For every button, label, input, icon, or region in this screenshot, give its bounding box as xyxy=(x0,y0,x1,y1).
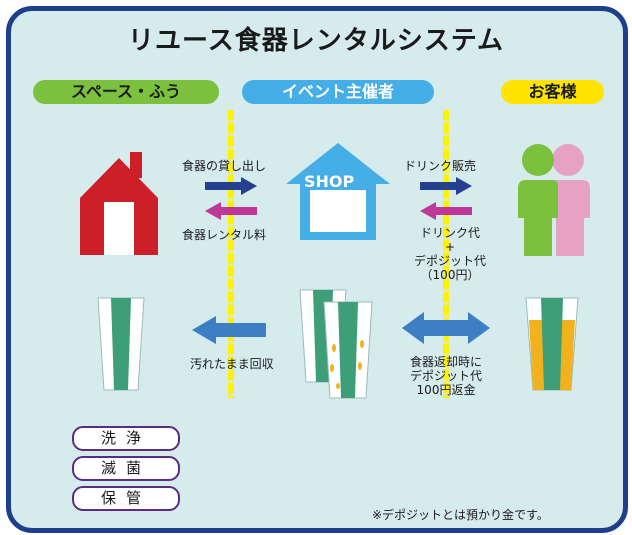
diagram-title: リユース食器レンタルシステム xyxy=(128,26,504,56)
shop-icon xyxy=(286,143,390,240)
empty-cup-icon xyxy=(97,297,145,391)
dashed-divider-right xyxy=(443,110,449,398)
arrow-drink-price-left xyxy=(420,202,472,220)
house-icon xyxy=(80,152,158,255)
shop-sign: SHOP xyxy=(304,172,355,191)
arrow-fee-left xyxy=(205,202,257,220)
arrow-collect-left xyxy=(192,316,266,344)
flow-drink-price-label: ドリンク代 + デポジット代 （100円） xyxy=(395,226,505,282)
dashed-divider-left xyxy=(228,110,234,398)
footnote: ※デポジットとは預かり金です。 xyxy=(372,508,549,522)
process-sterilize-box: 滅菌 xyxy=(72,456,180,481)
flow-refund-label: 食器返却時に デポジット代 100円返金 xyxy=(396,355,496,397)
process-store-box: 保管 xyxy=(72,486,180,511)
arrow-drink-sale-right xyxy=(420,177,472,195)
role-space-label: スペース・ふう xyxy=(33,80,219,104)
flow-lend-label: 食器の貸し出し xyxy=(182,159,267,173)
drink-price-line-4: （100円） xyxy=(420,268,480,282)
drink-price-line-2: + xyxy=(444,240,456,254)
drink-price-line-3: デポジット代 xyxy=(413,254,486,268)
flow-collect-label: 汚れたまま回収 xyxy=(190,357,274,371)
role-customer-label: お客様 xyxy=(501,80,604,104)
refund-line-3: 100円返金 xyxy=(416,383,476,397)
refund-line-1: 食器返却時に xyxy=(409,355,482,369)
customers-icon xyxy=(518,144,590,256)
role-organizer-label: イベント主催者 xyxy=(242,80,434,104)
drink-cup-icon xyxy=(525,297,579,391)
used-cups-icon xyxy=(299,289,373,399)
arrow-lend-right xyxy=(205,177,257,195)
arrow-refund-double xyxy=(402,312,490,344)
process-wash-box: 洗浄 xyxy=(72,426,180,451)
refund-line-2: デポジット代 xyxy=(409,369,482,383)
flow-rental-fee-label: 食器レンタル料 xyxy=(182,228,267,242)
flow-drink-sale-label: ドリンク販売 xyxy=(404,159,477,173)
drink-price-line-1: ドリンク代 xyxy=(419,226,480,240)
